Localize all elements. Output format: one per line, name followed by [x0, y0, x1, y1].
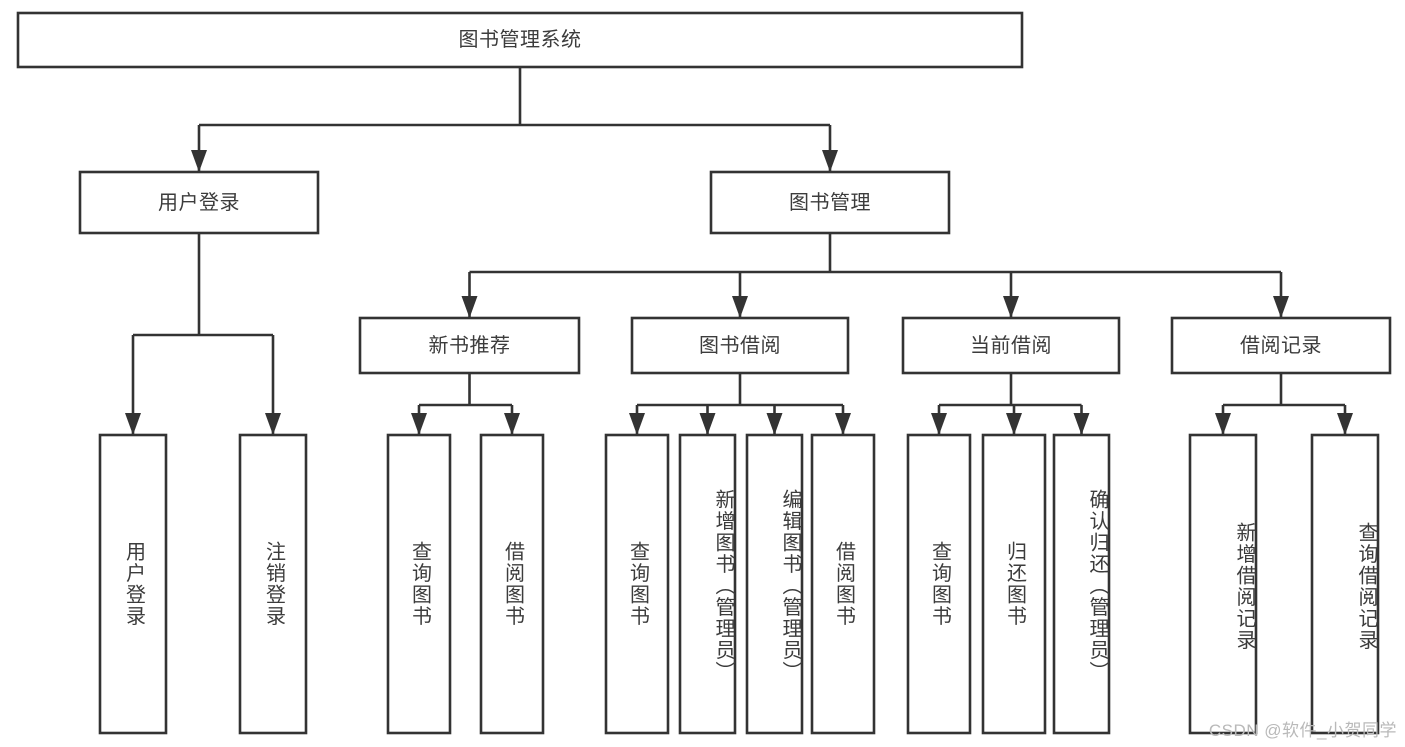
node-box-leaf-user-login[interactable] — [98, 433, 168, 735]
node-box-leaf-borrow-book-2[interactable] — [810, 433, 876, 735]
connectors-layer — [125, 67, 1353, 435]
node-box-leaf-query-record[interactable] — [1310, 433, 1380, 735]
node-box-new-book-rec[interactable] — [358, 316, 581, 375]
node-box-leaf-query-book-3[interactable] — [906, 433, 972, 735]
node-box-leaf-add-book[interactable] — [678, 433, 737, 735]
node-box-leaf-return-book[interactable] — [981, 433, 1047, 735]
node-box-leaf-query-book-1[interactable] — [386, 433, 452, 735]
watermark-text: CSDN @软件_小贺同学 — [1208, 721, 1397, 740]
node-box-leaf-logout[interactable] — [238, 433, 308, 735]
node-box-root[interactable] — [16, 11, 1024, 69]
node-box-current-borrow[interactable] — [901, 316, 1121, 375]
node-box-book-manage[interactable] — [709, 170, 951, 235]
node-box-user-login[interactable] — [78, 170, 320, 235]
node-box-leaf-query-book-2[interactable] — [604, 433, 670, 735]
node-box-leaf-add-record[interactable] — [1188, 433, 1258, 735]
node-box-borrow-record[interactable] — [1170, 316, 1392, 375]
node-box-leaf-edit-book[interactable] — [745, 433, 804, 735]
node-box-book-borrow[interactable] — [630, 316, 850, 375]
node-boxes-layer — [16, 11, 1392, 735]
node-box-leaf-confirm-return[interactable] — [1052, 433, 1111, 735]
node-box-leaf-borrow-book-1[interactable] — [479, 433, 545, 735]
